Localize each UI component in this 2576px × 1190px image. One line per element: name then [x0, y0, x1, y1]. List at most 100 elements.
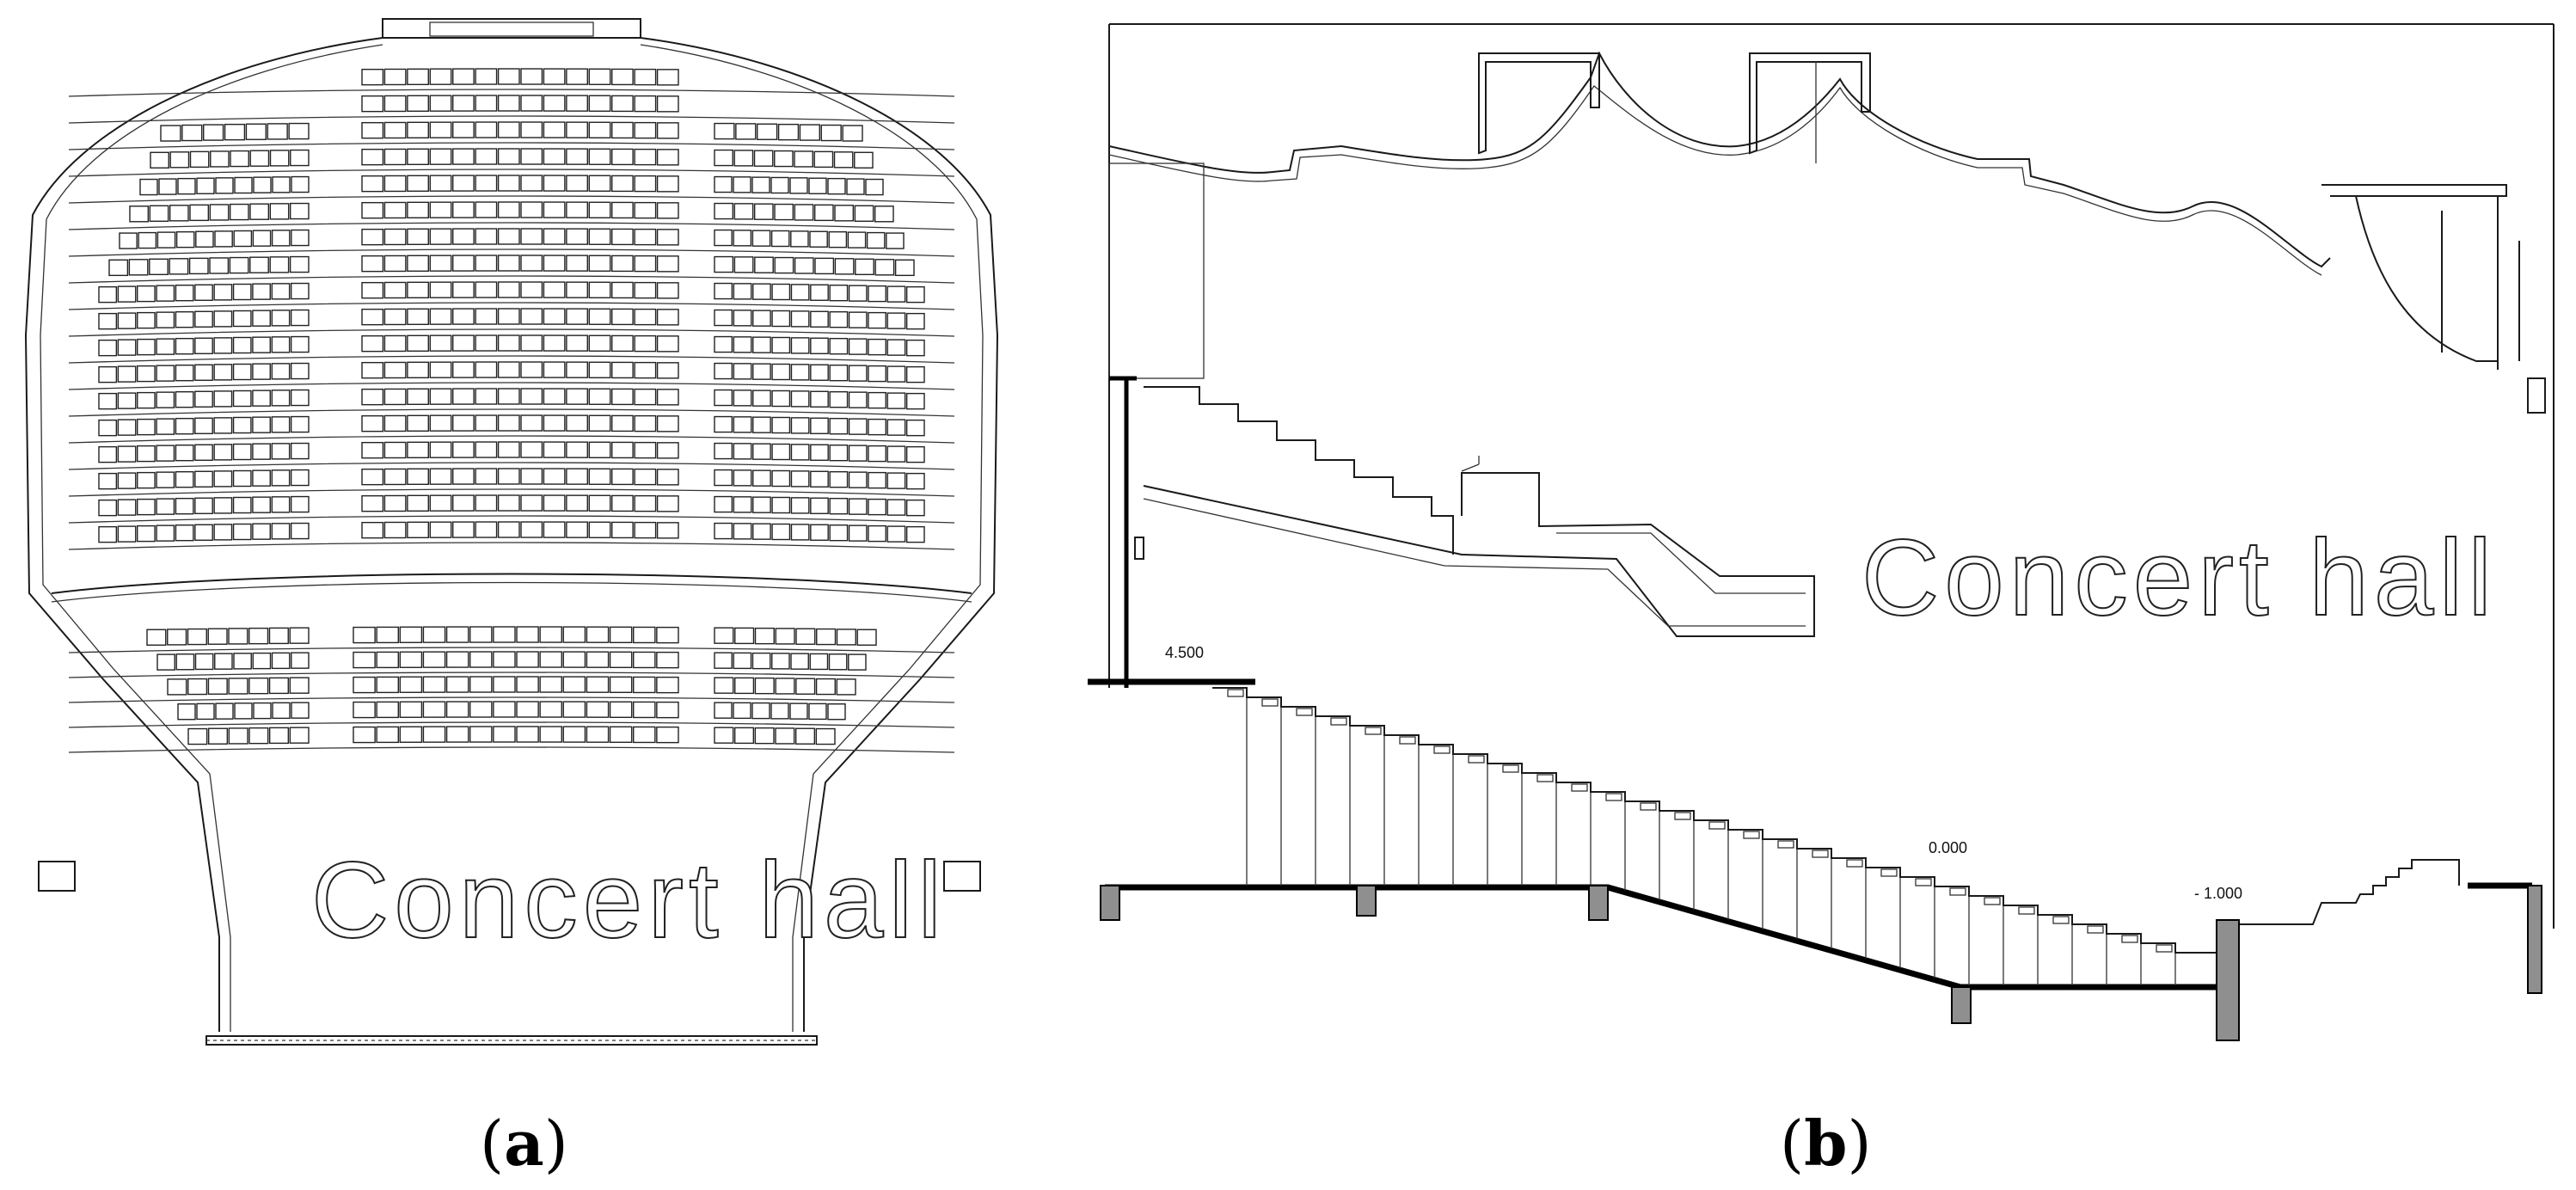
seat	[774, 256, 794, 274]
seat	[207, 678, 228, 695]
seat	[588, 361, 611, 378]
seat	[429, 175, 452, 192]
seat	[493, 676, 516, 693]
seat	[886, 232, 905, 249]
seat	[733, 283, 752, 300]
seat	[905, 365, 925, 383]
seat	[139, 178, 158, 196]
seat	[611, 201, 634, 219]
seat	[714, 415, 733, 433]
seat	[383, 334, 407, 353]
seat	[790, 284, 810, 301]
seat	[566, 228, 588, 245]
seat	[361, 228, 384, 246]
seat	[656, 229, 679, 246]
seat	[497, 281, 520, 298]
seat	[543, 308, 566, 325]
seat	[815, 678, 836, 696]
seat	[810, 444, 829, 461]
row-line	[68, 142, 955, 150]
seat	[119, 232, 138, 249]
pier	[1588, 885, 1609, 921]
seat	[611, 281, 634, 299]
seat	[169, 205, 189, 222]
seat	[714, 677, 734, 694]
seat	[794, 150, 813, 168]
seat	[175, 417, 194, 435]
seat	[475, 175, 498, 192]
seat-step	[1605, 793, 1622, 801]
seat	[497, 68, 520, 85]
seat	[422, 626, 446, 643]
seat	[588, 175, 611, 192]
seat-step	[2052, 916, 2070, 924]
seat	[813, 204, 834, 222]
seat	[848, 524, 868, 542]
seat	[790, 230, 809, 248]
seat	[248, 727, 269, 745]
seat	[445, 676, 469, 693]
seat	[98, 445, 118, 463]
seat	[634, 334, 657, 353]
seat	[452, 468, 475, 485]
seat	[714, 442, 733, 460]
seat	[520, 255, 543, 272]
seat	[633, 701, 656, 719]
seat	[633, 651, 656, 669]
row-line	[68, 672, 955, 678]
seat	[383, 388, 407, 406]
seat	[771, 283, 791, 301]
seat	[754, 256, 774, 273]
seat	[361, 521, 384, 539]
seat	[353, 701, 376, 719]
seat	[475, 148, 498, 165]
seat	[771, 523, 791, 541]
seat	[117, 285, 137, 303]
seat	[156, 231, 176, 248]
seat	[790, 497, 810, 514]
seat	[634, 201, 657, 219]
seat	[194, 337, 213, 354]
seat	[353, 676, 376, 694]
seat	[429, 494, 452, 512]
seat	[905, 392, 925, 410]
seat	[656, 701, 679, 719]
seat	[842, 125, 863, 142]
seat	[733, 310, 752, 327]
outer-wall-inner	[640, 44, 984, 1032]
seat	[230, 150, 249, 168]
seat	[754, 727, 775, 745]
seat-step	[2087, 925, 2104, 934]
seat	[733, 416, 752, 433]
seat	[361, 175, 384, 193]
seat	[829, 524, 849, 542]
seat	[137, 311, 156, 329]
seat	[422, 676, 446, 693]
seat	[634, 388, 657, 406]
seat	[520, 121, 543, 138]
seat	[905, 472, 925, 490]
seat	[562, 626, 586, 643]
seat	[611, 414, 634, 432]
seat	[634, 95, 657, 113]
seat	[271, 363, 291, 380]
seat	[609, 626, 633, 644]
seat	[252, 443, 271, 460]
seat	[886, 392, 906, 409]
seat	[452, 121, 475, 138]
seat	[429, 95, 452, 112]
seat	[245, 123, 267, 140]
seat	[376, 726, 399, 744]
row-line	[68, 222, 955, 230]
seat	[475, 361, 498, 378]
seat	[248, 677, 269, 695]
seat	[868, 338, 886, 356]
seat	[794, 727, 816, 745]
seat	[233, 230, 253, 248]
seat	[475, 281, 498, 298]
section-hall-label: Concert hall	[1861, 518, 2497, 638]
seat	[271, 496, 291, 513]
seat	[795, 628, 816, 645]
seat	[733, 652, 752, 670]
seat	[588, 441, 611, 458]
